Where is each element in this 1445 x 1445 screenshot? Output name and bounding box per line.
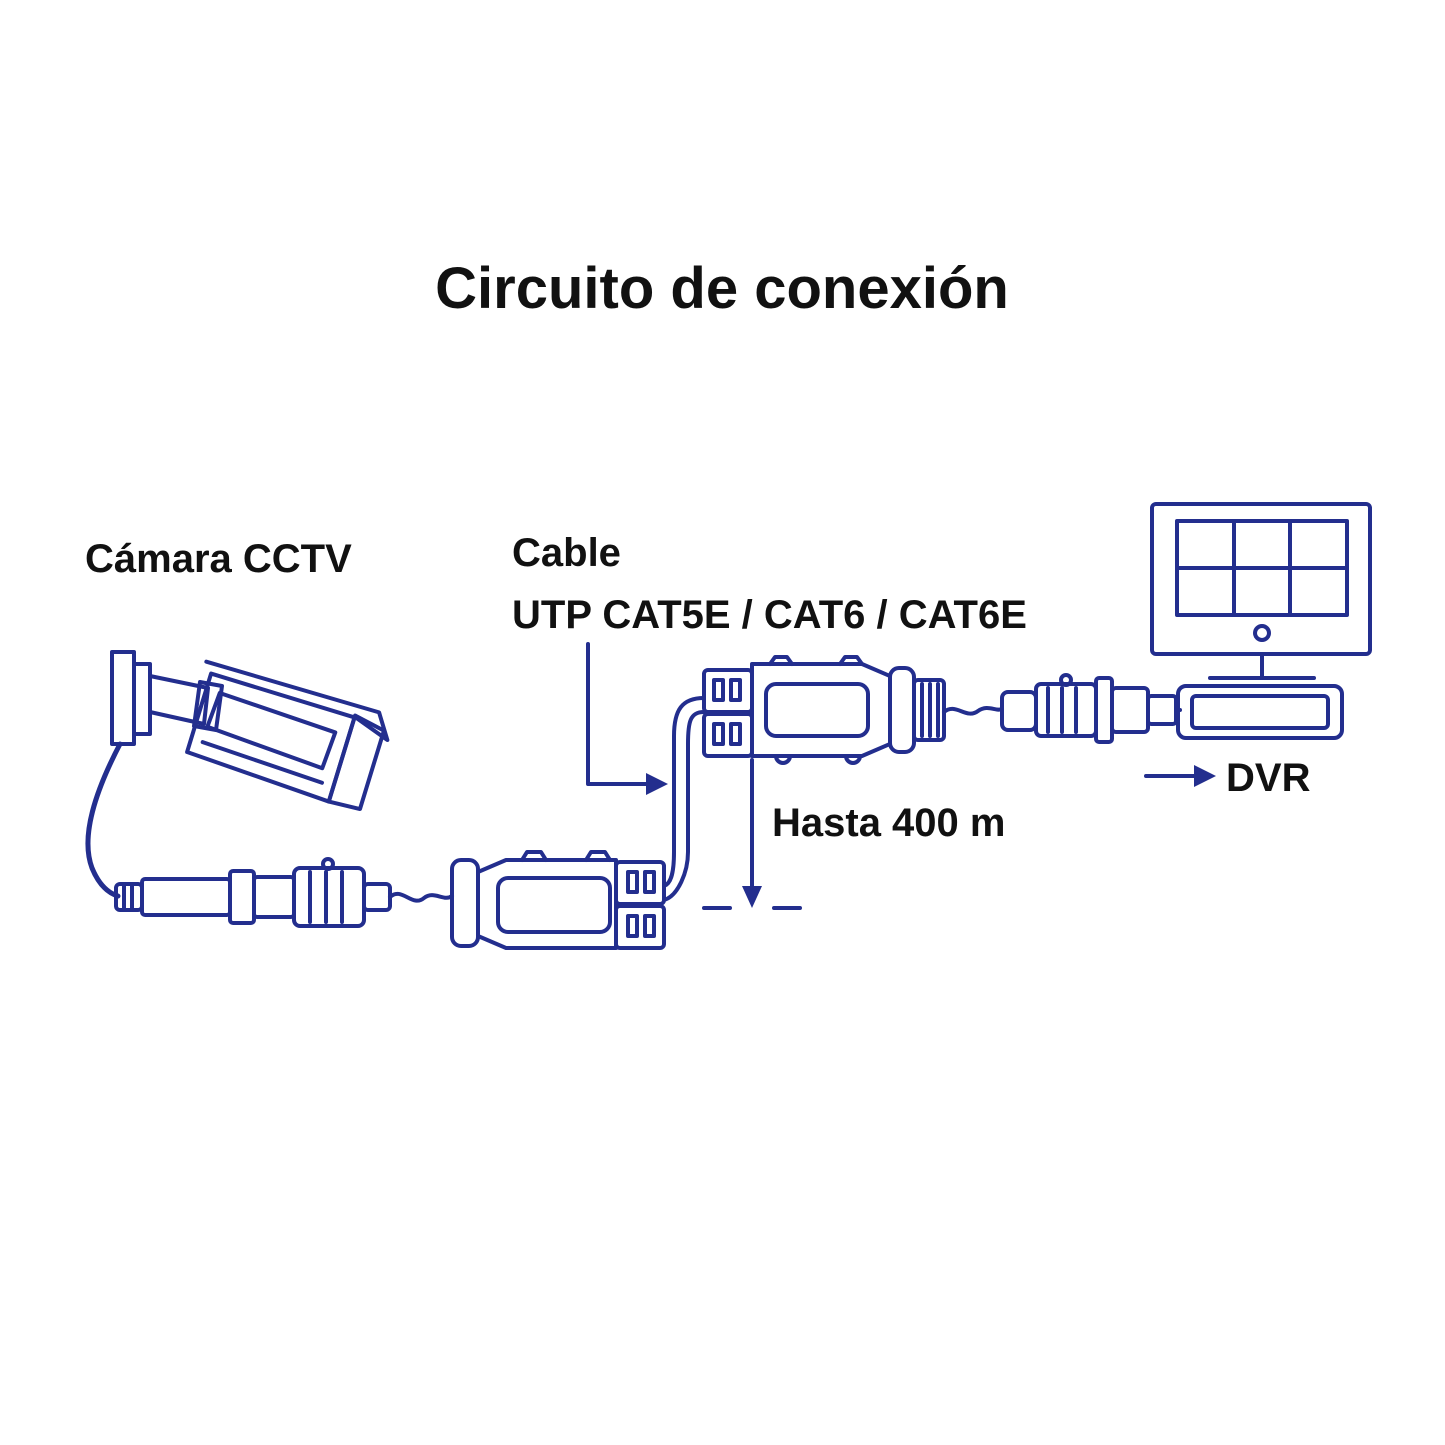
utp-cable (662, 696, 706, 902)
video-balun-2 (702, 655, 946, 765)
diagram-labels: Circuito de conexión Cámara CCTV Cable U… (85, 256, 1311, 845)
arrow-down-icon (742, 886, 762, 908)
camera-body-group (185, 659, 390, 812)
terminal-pin (729, 722, 742, 746)
dvr-box (1176, 684, 1344, 740)
monitor-icon (1150, 502, 1372, 740)
detail-line (122, 884, 134, 910)
pointer-line (586, 642, 652, 786)
diagram-title: Circuito de conexión (435, 256, 1009, 321)
arrow-right-icon (1194, 765, 1216, 787)
balun-tab (520, 850, 548, 862)
screen-grid-lines (1175, 519, 1349, 617)
plug-flange (1094, 676, 1114, 744)
utp-cable-line (662, 696, 706, 888)
balun-collar (450, 858, 480, 948)
video-balun-1 (450, 850, 666, 950)
terminal-pin (626, 914, 639, 938)
terminal-pin (712, 678, 725, 702)
plug-step (1110, 686, 1150, 734)
cable-label: Cable (512, 531, 621, 575)
camera-front-bezel (326, 713, 386, 812)
bnc-stud (1059, 673, 1073, 687)
pigtail-wave (388, 891, 454, 903)
utp-cable-line (662, 710, 706, 902)
camera-bnc-connector (114, 857, 454, 928)
cctv-camera-icon (110, 650, 390, 812)
arrowheads (646, 765, 1216, 908)
plug-step (252, 875, 296, 919)
mount-plate (110, 650, 136, 746)
arrow-right-icon (646, 773, 668, 795)
terminal-block (702, 712, 754, 758)
bnc-stud (321, 857, 335, 871)
monitor-frame (1150, 502, 1372, 656)
terminal-block (702, 668, 754, 714)
mount-arm (148, 674, 210, 726)
balun-foot (844, 754, 862, 765)
terminal-pin (729, 678, 742, 702)
dvr-label: DVR (1226, 756, 1311, 800)
camera-cable (85, 741, 123, 899)
terminal-pin (643, 914, 656, 938)
balun-tab (768, 655, 794, 666)
terminal-block (614, 904, 666, 950)
camera-label: Cámara CCTV (85, 537, 352, 581)
detail-line (920, 682, 940, 738)
dvr-front-panel (1190, 694, 1330, 730)
terminal-pin (626, 870, 639, 894)
plug-flange (228, 869, 256, 925)
terminal-pin (712, 722, 725, 746)
terminal-pin (643, 870, 656, 894)
camera-body (185, 671, 357, 804)
distance-measure (702, 758, 802, 910)
pigtail-wave (942, 706, 1004, 716)
balun-label-plate (764, 682, 870, 738)
balun-label-plate (496, 876, 612, 934)
plug-boot (362, 882, 392, 912)
detail-line (1046, 686, 1078, 734)
balun-tab (838, 655, 864, 666)
dvr-bnc-connector (942, 673, 1182, 744)
detail-line (308, 870, 344, 924)
balun-tab (584, 850, 612, 862)
balun-collar (888, 666, 916, 754)
detail-line (200, 740, 324, 785)
camera-side-panel (205, 690, 338, 771)
monitor-button (1253, 624, 1271, 642)
diagram-lines (85, 502, 1372, 950)
bnc-barrel (1034, 682, 1098, 738)
cable-type-label: UTP CAT5E / CAT6 / CAT6E (512, 593, 1027, 637)
terminal-block (614, 860, 666, 906)
cable-pointer (586, 642, 652, 786)
bnc-barrel (292, 866, 366, 928)
mount-plate-2 (132, 662, 152, 736)
plug-barrel (140, 877, 232, 917)
balun-foot (774, 754, 792, 765)
plug-tip (1146, 694, 1178, 726)
distance-label: Hasta 400 m (772, 801, 1005, 845)
plug-boot (1000, 690, 1038, 732)
camera-sunshield (204, 659, 390, 743)
